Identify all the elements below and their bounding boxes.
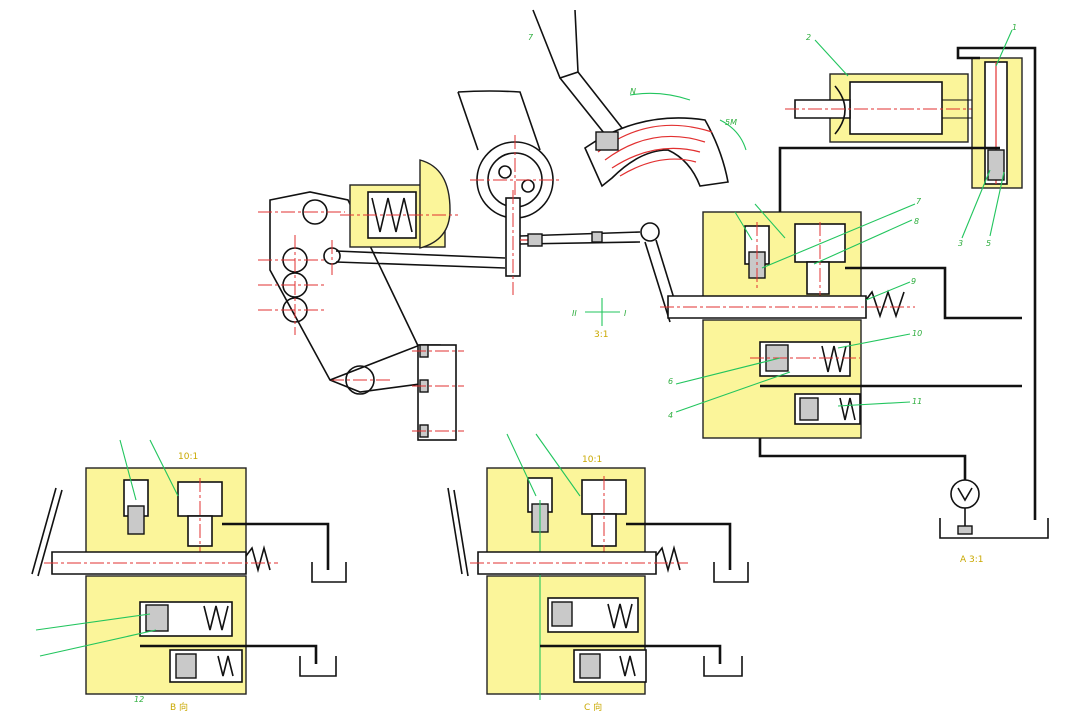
part-number: 5 xyxy=(986,239,991,248)
view-b-title: 10:1 xyxy=(178,452,198,462)
view-c-valve: 10:1 C 向 xyxy=(447,455,749,713)
control-valve-column xyxy=(956,46,1037,520)
part-number: 3 xyxy=(958,239,963,248)
pump-and-tank: A 3:1 xyxy=(939,479,1049,565)
quadrant-lever: 7 N 5M xyxy=(528,9,747,188)
view-b-label: B 向 xyxy=(170,701,188,713)
part-number: 2 xyxy=(806,33,811,42)
view-c-title: 10:1 xyxy=(582,455,602,465)
section-mark-group: 3:1 II I xyxy=(572,298,627,340)
section-mark: 3:1 xyxy=(594,330,608,340)
part-number: 1 xyxy=(1012,23,1017,32)
part-number: 11 xyxy=(912,397,922,406)
svg-text:II: II xyxy=(572,309,577,318)
svg-text:5M: 5M xyxy=(725,118,737,127)
svg-text:N: N xyxy=(630,87,636,96)
part-number: 12 xyxy=(134,695,144,704)
view-b-valve: 10:1 B 向 xyxy=(31,452,347,713)
linkage-assembly xyxy=(258,90,681,441)
view-c-label: C 向 xyxy=(584,701,602,713)
part-number: 4 xyxy=(668,411,673,420)
part-number: 6 xyxy=(668,377,673,386)
part-leaders: 2 1 3 5 7 8 9 6 4 10 11 12 xyxy=(35,23,1017,704)
part-number: 8 xyxy=(914,217,919,226)
view-main-label: A 3:1 xyxy=(960,555,984,565)
part-number: 10 xyxy=(912,329,922,338)
main-valve-block xyxy=(660,146,1022,480)
svg-text:7: 7 xyxy=(528,33,534,42)
hydraulic-cylinder xyxy=(785,73,975,143)
part-number: 7 xyxy=(916,197,922,206)
part-number: 9 xyxy=(911,277,916,286)
svg-text:I: I xyxy=(624,309,627,318)
